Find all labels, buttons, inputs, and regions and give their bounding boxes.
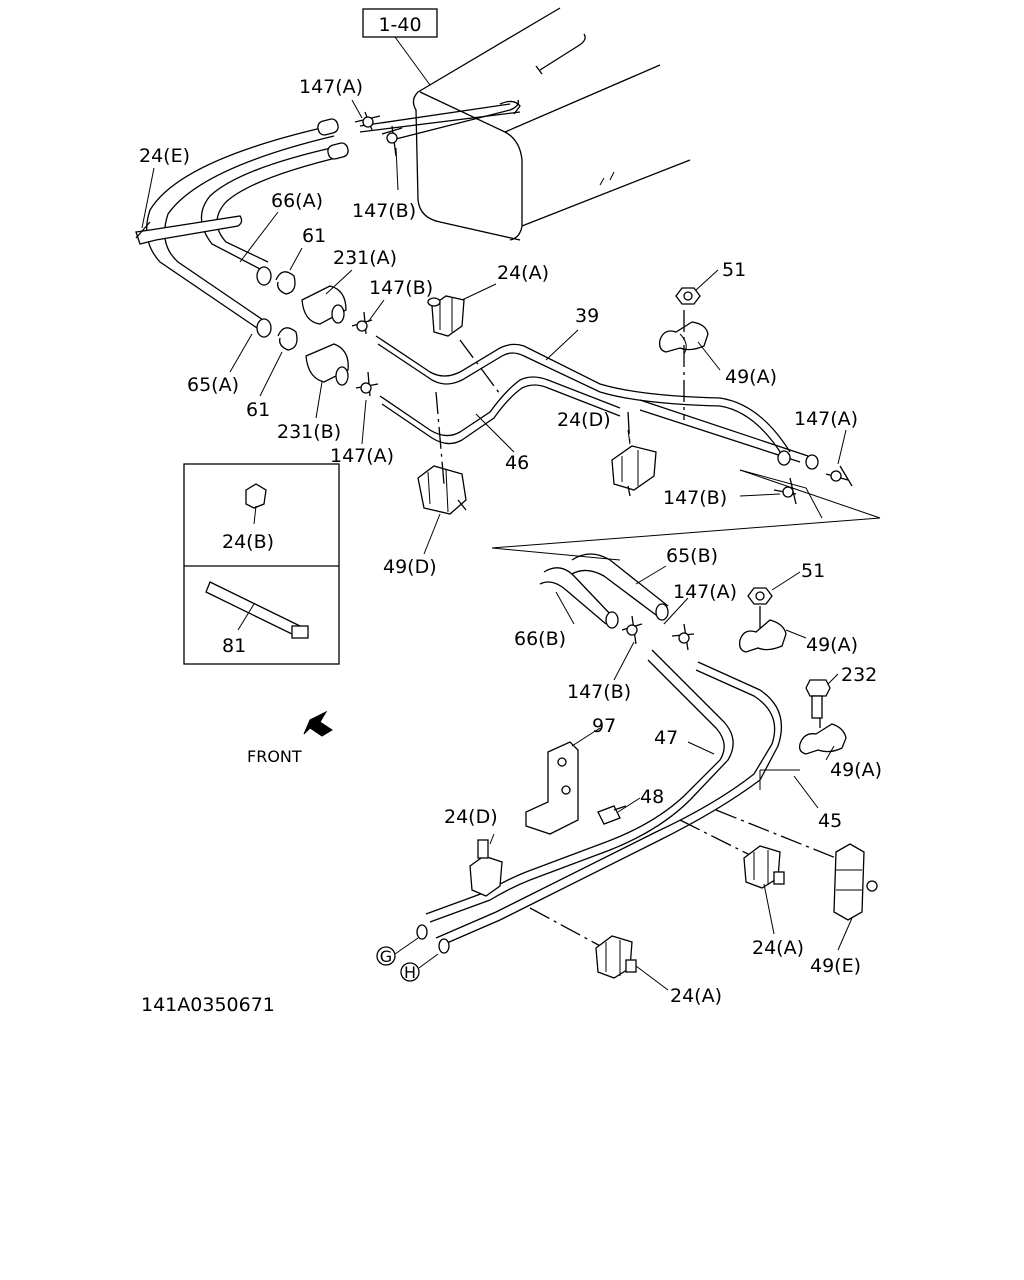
label-24b-inset: 24(B) (222, 531, 274, 553)
label-81-inset: 81 (222, 635, 246, 657)
label-65b: 65(B) (666, 545, 718, 567)
label-232: 232 (841, 664, 877, 686)
drawing-code: 141A0350671 (141, 994, 275, 1016)
label-49d: 49(D) (383, 556, 437, 578)
left-hose-group (256, 266, 379, 397)
inset-box (183, 463, 340, 665)
label-51-bot: 51 (801, 560, 825, 582)
label-61-bot: 61 (246, 399, 270, 421)
label-24d-low: 24(D) (444, 806, 498, 828)
label-147a-right: 147(A) (794, 408, 858, 430)
label-39: 39 (575, 305, 599, 327)
label-66a: 66(A) (271, 190, 323, 212)
label-24a-top: 24(A) (497, 262, 549, 284)
clip-24a-bottom (595, 935, 637, 979)
part-labels: 147(A) 24(E) 147(B) 66(A) 61 231(A) 147(… (139, 76, 882, 1007)
label-49a-top: 49(A) (725, 366, 777, 388)
ref-leader (394, 36, 431, 86)
clamp-49d (417, 465, 467, 515)
label-51-top: 51 (722, 259, 746, 281)
nut-clamp-lower (738, 587, 787, 653)
ref-box (362, 8, 438, 38)
marker-h (400, 962, 420, 982)
pipes-45-47 (416, 649, 782, 954)
label-45: 45 (818, 810, 842, 832)
fuel-tank (412, 7, 691, 241)
label-47: 47 (654, 727, 678, 749)
alignment-lines (435, 310, 847, 949)
clamp-49e (833, 843, 878, 921)
label-48: 48 (640, 786, 664, 808)
clip-24a-top (427, 295, 465, 337)
pipes-39-46 (375, 335, 819, 470)
label-66b: 66(B) (514, 628, 566, 650)
label-231a: 231(A) (333, 247, 397, 269)
bracket-97 (525, 741, 627, 835)
clip-24d-lower (469, 839, 503, 897)
label-147b-right: 147(B) (663, 487, 727, 509)
label-147b-top: 147(B) (352, 200, 416, 222)
label-24e: 24(E) (139, 145, 190, 167)
label-49a-mid: 49(A) (806, 634, 858, 656)
clip-24d-upper (611, 445, 657, 497)
break-line (491, 469, 881, 561)
leader-lines (141, 99, 853, 991)
label-97: 97 (592, 715, 616, 737)
label-24a-bottom: 24(A) (670, 985, 722, 1007)
marker-g (376, 946, 396, 966)
label-61-top: 61 (302, 225, 326, 247)
upper-connectors (354, 111, 403, 157)
label-65a: 65(A) (187, 374, 239, 396)
clip-24a-low (743, 845, 785, 889)
right-connectors (773, 465, 853, 505)
label-147b-low: 147(B) (567, 681, 631, 703)
label-24d-top: 24(D) (557, 409, 611, 431)
label-46: 46 (505, 452, 529, 474)
ref-box-label: 1-40 (378, 14, 421, 36)
label-49a-low: 49(A) (830, 759, 882, 781)
label-147a-mid: 147(A) (330, 445, 394, 467)
label-147b-mid: 147(B) (369, 277, 433, 299)
marker-h-label: H (404, 963, 416, 982)
label-49e: 49(E) (810, 955, 861, 977)
front-arrow-icon (303, 710, 333, 737)
label-231b: 231(B) (277, 421, 341, 443)
label-24a-low: 24(A) (752, 937, 804, 959)
front-label: FRONT (247, 747, 302, 766)
marker-g-label: G (380, 947, 392, 966)
upper-tank-hoses (135, 99, 521, 331)
lower-hoses (539, 553, 695, 651)
label-147a-top: 147(A) (299, 76, 363, 98)
label-147a-low: 147(A) (673, 581, 737, 603)
bolt-232-clamp (798, 679, 847, 755)
